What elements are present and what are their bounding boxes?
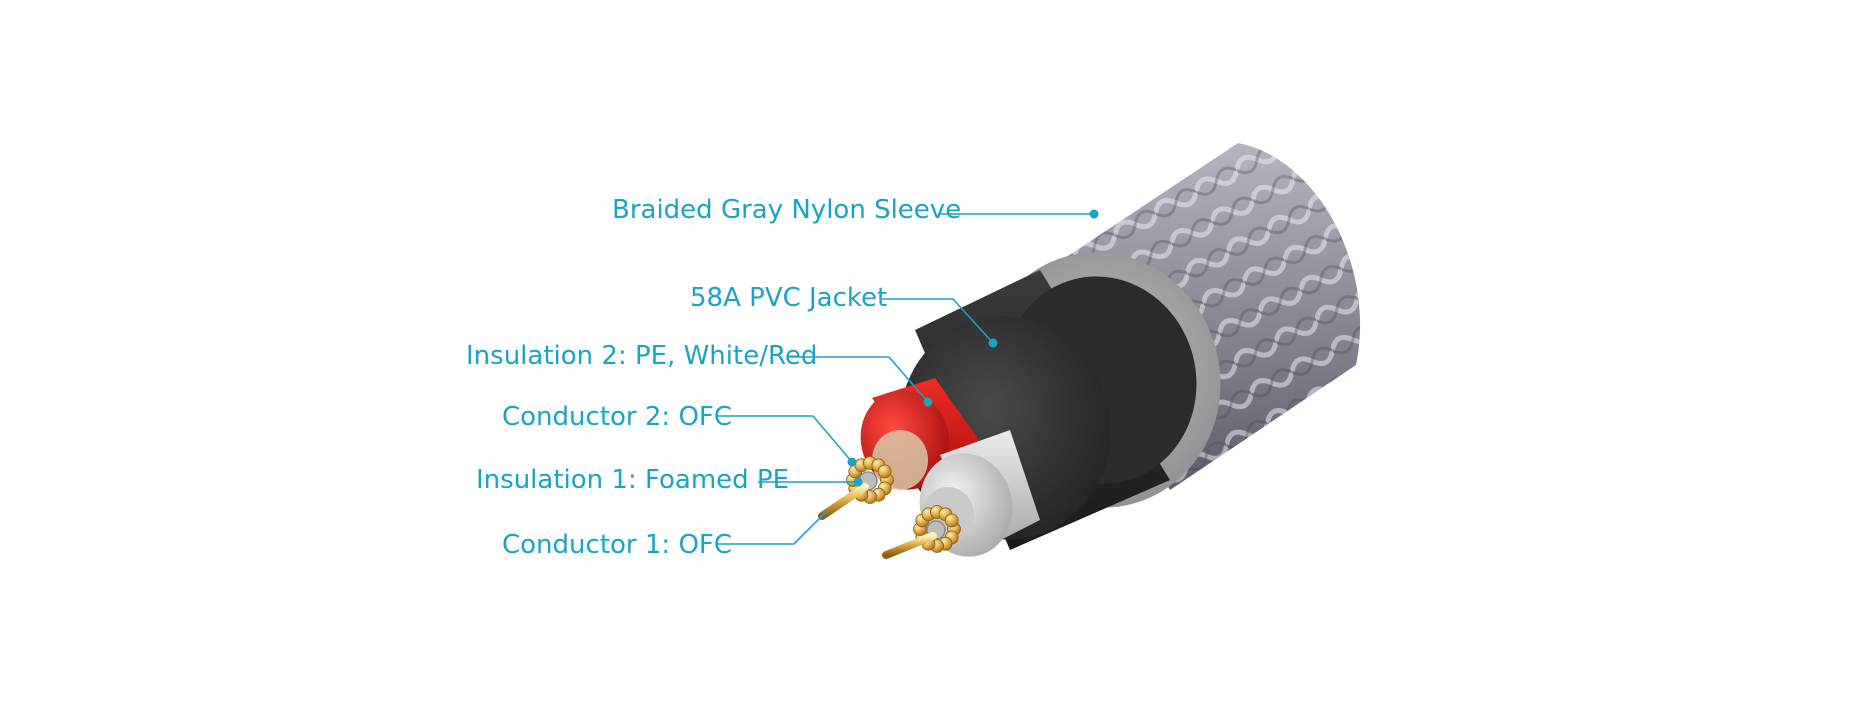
copper-strand xyxy=(877,464,892,479)
leader-dot xyxy=(923,397,933,407)
leader-line xyxy=(716,511,827,545)
leader-line xyxy=(880,298,994,344)
conductor-pin-1 xyxy=(818,483,937,559)
leader-dot xyxy=(847,457,857,467)
callout-conductor-2: Conductor 2: OFC xyxy=(502,402,733,432)
callout-leader-lines xyxy=(716,209,1099,545)
callout-insulation-2: Insulation 2: PE, White/Red xyxy=(466,341,818,371)
leader-line xyxy=(716,415,853,463)
copper-strand xyxy=(944,513,959,528)
leader-dot xyxy=(853,477,863,487)
callout-braided-sleeve: Braided Gray Nylon Sleeve xyxy=(612,195,962,225)
leader-line xyxy=(790,356,929,403)
callout-insulation-1: Insulation 1: Foamed PE xyxy=(476,465,790,495)
callout-conductor-1: Conductor 1: OFC xyxy=(502,530,733,560)
leader-dot xyxy=(988,338,998,348)
callout-pvc-jacket: 58A PVC Jacket xyxy=(690,283,888,313)
leader-dot xyxy=(1089,209,1099,219)
